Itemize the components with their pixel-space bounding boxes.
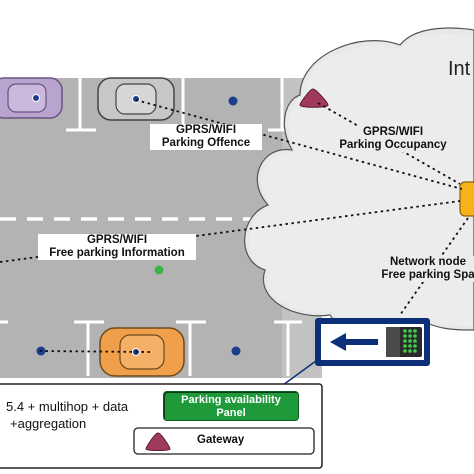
communication-links (0, 99, 469, 316)
legend-protocol-line1: 5.4 + multihop + data (6, 399, 129, 414)
label-gprs-occupancy-line1: GPRS/WIFI (362, 126, 424, 138)
parking-availability-panel (315, 318, 430, 366)
car-grey (97, 77, 175, 121)
label-gprs-occupancy-line2: Parking Occupancy (339, 139, 447, 151)
sensor-blue-top (228, 96, 238, 106)
gateway-legend-icon (145, 432, 171, 451)
label-gprs-free-line2: Free parking Information (49, 247, 185, 259)
label-gprs-free-line1: GPRS/WIFI (86, 234, 148, 246)
gateway-legend-label: Gateway (197, 434, 245, 446)
label-gprs-occupancy: GPRS/WIFI Parking Occupancy (330, 126, 456, 152)
label-gprs-offence: GPRS/WIFI Parking Offence (150, 124, 262, 150)
sensor-blue-bottom-right (231, 346, 241, 356)
label-network-node-line2: Free parking Spa (381, 269, 474, 281)
legend-protocol-line2: +aggregation (10, 416, 87, 431)
car-to-gateway-link (35, 350, 151, 353)
label-gprs-offence-line1: GPRS/WIFI (175, 124, 237, 136)
cloud-title: Int (448, 58, 471, 80)
panel-legend-line2: Panel (216, 407, 246, 419)
network-node-icon (459, 181, 474, 217)
car-purple (0, 77, 63, 119)
panel-legend-line1: Parking availability (181, 394, 281, 406)
gateway-icon (299, 88, 329, 108)
label-network-node-line1: Network node (389, 256, 467, 268)
gateway-legend-box (133, 427, 315, 455)
label-gprs-offence-line2: Parking Offence (161, 137, 251, 149)
label-gprs-free: GPRS/WIFI Free parking Information (38, 234, 196, 260)
label-network-node: Network node Free parking Spa (372, 256, 474, 282)
legend-protocol-text: 5.4 + multihop + data +aggregation (6, 398, 176, 432)
sensor-green-center (154, 265, 164, 275)
panel-legend-button: Parking availability Panel (163, 391, 299, 421)
bottom-bay-lines (0, 320, 302, 376)
